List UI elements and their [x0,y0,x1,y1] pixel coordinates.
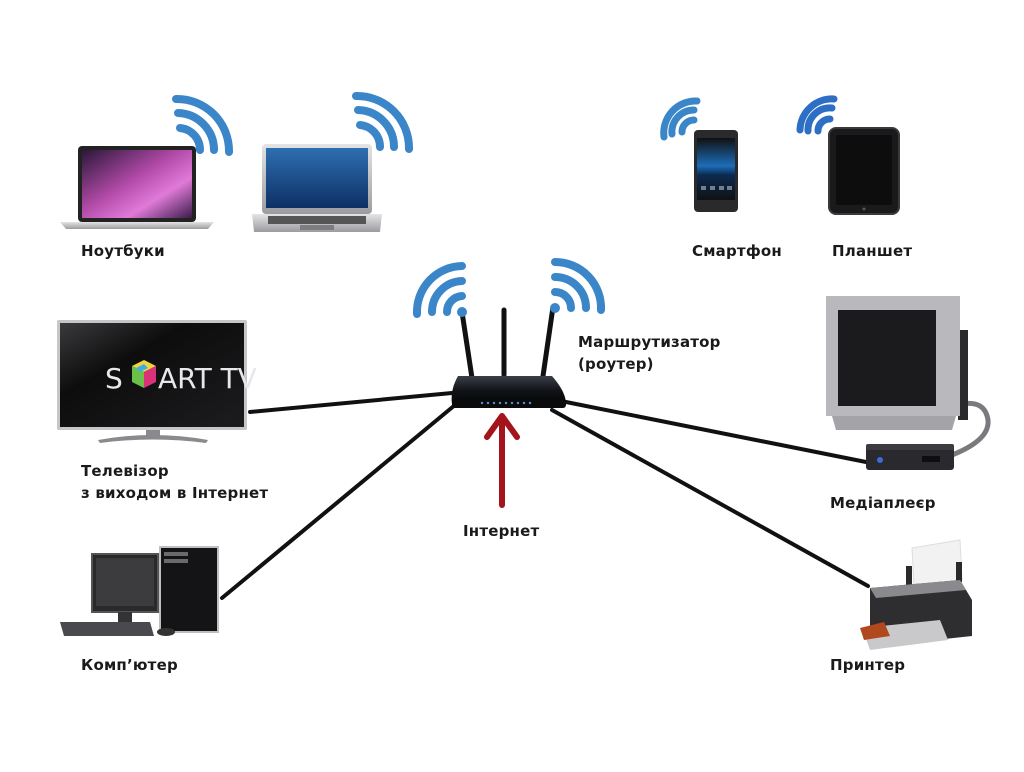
desktop-computer-icon [60,546,219,636]
label-router-line1: Маршрутизатор [578,333,721,351]
laptop-windows-icon [252,91,414,232]
laptop-windows-wifi-icon [352,91,414,153]
label-tv-line1: Телевізор [81,462,169,480]
laptop-mac-wifi-icon [172,94,234,156]
cable-router-tv [248,391,454,414]
internet-arrow [484,413,520,508]
smart-tv-logo-cube-icon [132,360,156,388]
router-status-leds [480,401,532,405]
router-icon [412,257,606,408]
cable-media-player-tv [949,400,991,458]
cable-router-printer [550,408,870,588]
cables [220,391,991,600]
laptop-mac-icon [60,94,234,229]
router-wifi-left-icon [412,262,467,318]
smart-tv-logo-text: ART TV [158,362,257,395]
smartphone-icon [660,97,738,212]
label-smartphone: Смартфон [692,242,782,260]
printer-icon [860,539,972,650]
router-antenna-right [540,304,556,379]
label-computer: Комп’ютер [81,656,178,674]
smart-tv-logo-s: S [105,362,123,395]
smart-tv-icon: S ART TV [57,320,257,443]
label-laptops: Ноутбуки [81,242,165,260]
cable-router-computer [220,403,457,600]
tablet-icon [796,95,900,215]
router-wifi-right-icon [550,257,606,314]
router-antenna-left [459,309,475,381]
label-tablet: Планшет [832,242,913,260]
smartphone-wifi-icon [660,97,701,141]
label-internet: Інтернет [463,522,540,540]
crt-tv-icon [826,296,968,430]
media-player-icon [866,444,954,470]
label-tv-line2: з виходом в Інтернет [81,484,269,502]
tablet-wifi-icon [796,95,838,135]
label-printer: Принтер [830,656,906,674]
cable-router-media-player [564,400,868,464]
label-media-player: Медіаплеєр [830,494,936,512]
label-router-line2: (роутер) [578,355,654,373]
internet-arrow-head [484,413,520,440]
